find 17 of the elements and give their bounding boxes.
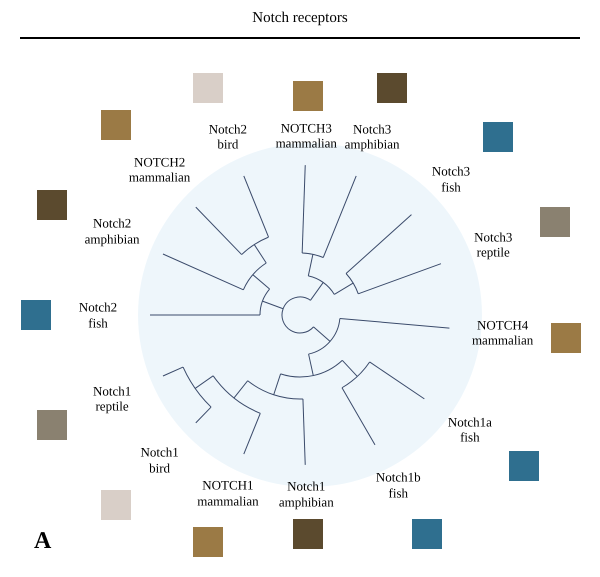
species-label: Notch3 amphibian [344,120,400,152]
species-label: NOTCH1 mammalian [197,478,259,509]
species-label: Notch1a fish [448,414,492,446]
title: Notch receptors [251,10,349,27]
species-label: Notch1 reptile [92,383,132,414]
species-label: NOTCH2 mammalian [128,154,190,186]
species-label: Notch1b fish [376,470,421,501]
species-label: NOTCH4 mammalian [472,317,534,348]
species-label: Notch1 amphibian [278,478,334,510]
species-label: Notch3 reptile [474,229,512,260]
species-label: Notch3 fish [432,163,470,195]
species-label: Notch1 bird [140,444,179,476]
species-label: Notch2 amphibian [84,216,140,247]
panel-letter: A [34,528,52,555]
species-label: Notch2 bird [208,120,248,152]
species-label: Notch2 fish [78,299,118,331]
species-label: NOTCH3 mammalian [276,120,337,152]
